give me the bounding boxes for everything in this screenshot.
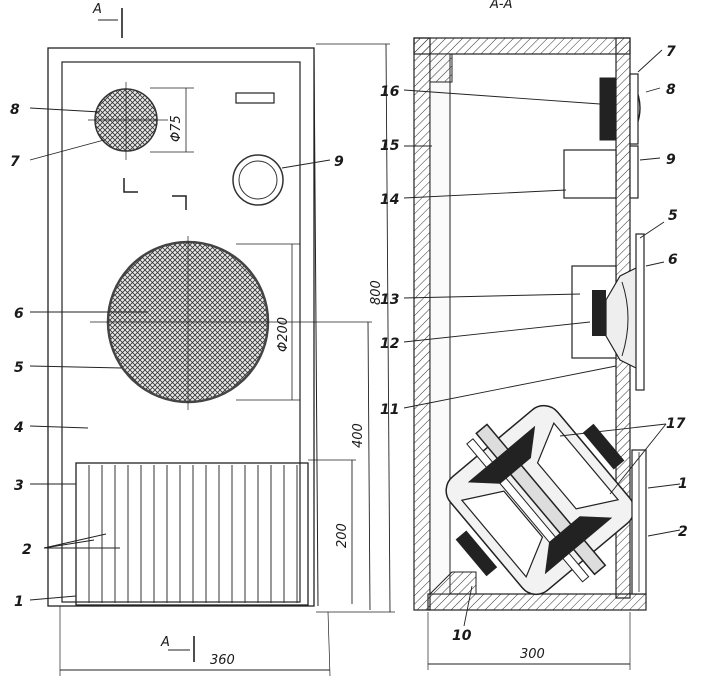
- side-label-8: 8: [666, 82, 676, 98]
- height-200-label: 200: [335, 523, 350, 548]
- side-label-15: 15: [380, 138, 400, 154]
- front-label-3: 3: [14, 478, 24, 494]
- port-flange: [629, 145, 639, 199]
- front-panel-inner: [61, 61, 301, 603]
- inclined-bass-unit: [445, 404, 635, 596]
- section-title: А-А: [489, 0, 512, 12]
- side-label-14: 14: [380, 192, 399, 208]
- top-wall: [413, 37, 631, 55]
- inner-insulation: [429, 53, 451, 595]
- grille-slats: [88, 465, 298, 603]
- front-label-9: 9: [334, 154, 344, 170]
- side-label-10: 10: [452, 628, 472, 644]
- side-label-2: 2: [678, 524, 688, 540]
- section-mark-top: A: [92, 2, 102, 17]
- front-width-label: 360: [210, 653, 235, 668]
- front-label-6: 6: [14, 306, 24, 322]
- front-label-4: 4: [13, 420, 24, 436]
- front-label-2: 2: [22, 542, 32, 558]
- section-mark-bottom: A: [160, 635, 170, 650]
- side-label-13: 13: [380, 292, 399, 308]
- port-inner: [238, 160, 278, 200]
- side-label-9: 9: [666, 152, 676, 168]
- front-label-5: 5: [14, 360, 24, 376]
- front-label-1: 1: [14, 594, 24, 610]
- port-tube: [563, 149, 617, 199]
- tweeter-diameter-label: Φ75: [169, 115, 184, 142]
- woofer-diameter-label: Φ200: [276, 317, 291, 352]
- height-400-label: 400: [351, 423, 366, 448]
- woofer-magnet: [592, 290, 606, 336]
- side-label-11: 11: [380, 402, 399, 418]
- side-label-17: 17: [666, 416, 686, 432]
- side-label-6: 6: [668, 252, 678, 268]
- front-cabinet-outline: [47, 47, 315, 607]
- side-label-5: 5: [668, 208, 678, 224]
- back-wall: [413, 37, 431, 611]
- tweeter-flange: [629, 73, 639, 145]
- front-label-7: 7: [10, 154, 20, 170]
- bottom-block-10: [428, 571, 477, 595]
- side-label-1: 1: [678, 476, 688, 492]
- bottom-wall: [427, 593, 647, 611]
- front-view: Φ75 Φ200: [10, 2, 395, 677]
- height-800-label: 800: [369, 280, 384, 305]
- corner-block: [429, 53, 453, 83]
- front-label-8: 8: [10, 102, 20, 118]
- tweeter-magnet: [599, 77, 617, 141]
- side-label-16: 16: [380, 84, 400, 100]
- side-label-12: 12: [380, 336, 399, 352]
- woofer-front-grille: [635, 233, 645, 391]
- side-label-7: 7: [666, 44, 676, 60]
- side-depth-label: 300: [520, 647, 545, 662]
- indicator-slot: [235, 92, 275, 104]
- slatted-grille: [75, 462, 309, 606]
- side-section-view: А-А: [380, 0, 688, 670]
